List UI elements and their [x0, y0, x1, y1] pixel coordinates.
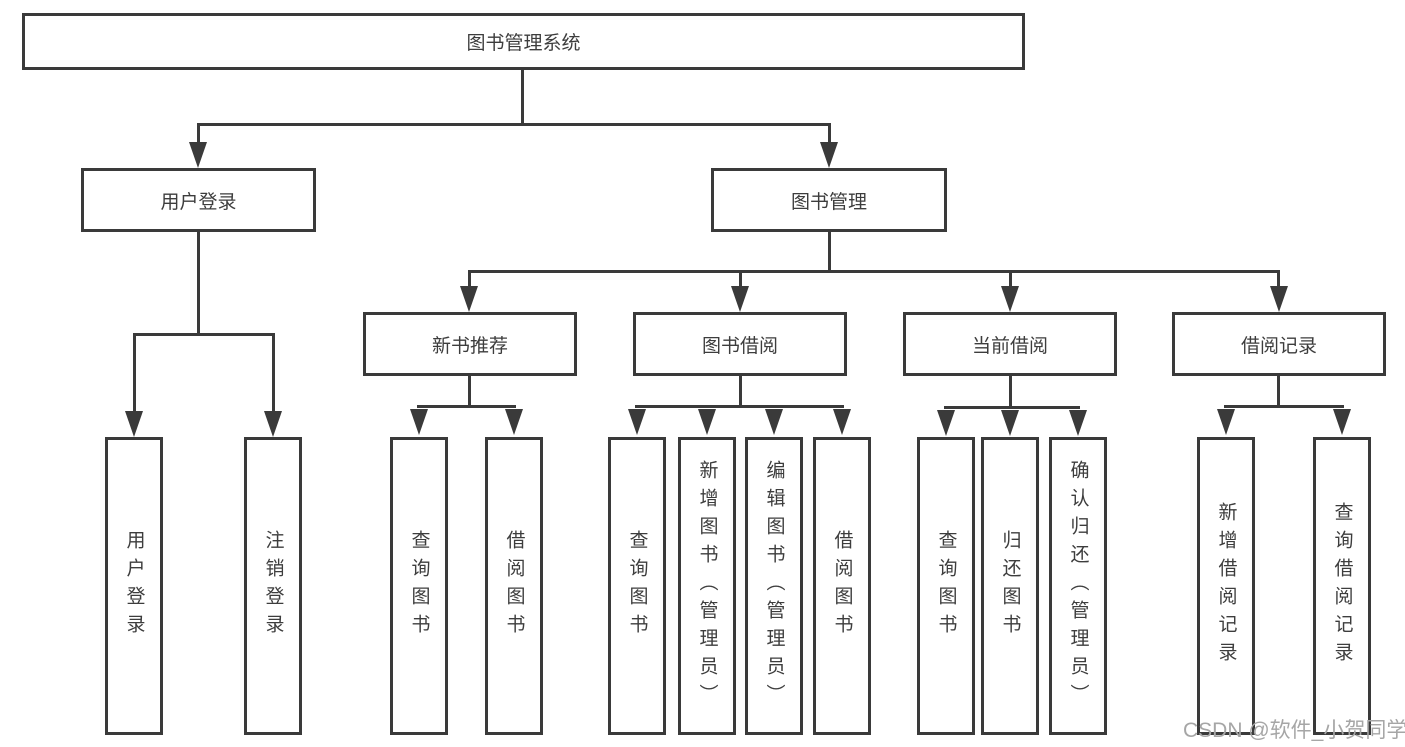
connector-line [944, 406, 1080, 409]
connector-line [197, 232, 200, 336]
leaf-add-books-admin: 新增图书（管理员） [678, 437, 736, 735]
leaf-add-borrow-record: 新增借阅记录 [1197, 437, 1255, 735]
node-borrowing-records: 借阅记录 [1172, 312, 1386, 376]
connector-line [468, 376, 471, 408]
connector-line [417, 405, 516, 408]
connector-line [468, 270, 1280, 273]
leaf-query-borrow-record: 查询借阅记录 [1313, 437, 1371, 735]
node-root-library-system: 图书管理系统 [22, 13, 1025, 70]
node-label: 用户登录 [160, 191, 237, 213]
arrow-down-icon [1333, 409, 1351, 435]
node-label: 查询借阅记录 [1331, 502, 1353, 670]
arrow-down-icon [460, 286, 478, 312]
arrow-down-icon [125, 411, 143, 437]
arrow-down-icon [765, 409, 783, 435]
leaf-query-books-2: 查询图书 [608, 437, 666, 735]
connector-line [133, 333, 274, 336]
arrow-down-icon [410, 409, 428, 435]
arrow-down-icon [505, 409, 523, 435]
connector-line [1009, 376, 1012, 409]
node-label: 图书管理系统 [466, 33, 581, 54]
node-label: 新增图书（管理员） [696, 460, 718, 712]
leaf-borrow-books-1: 借阅图书 [485, 437, 543, 735]
connector-line [1277, 270, 1280, 288]
connector-line [1277, 376, 1280, 408]
connector-line [468, 270, 471, 288]
connector-line [521, 70, 524, 126]
arrow-down-icon [628, 409, 646, 435]
connector-line [1009, 270, 1012, 288]
arrow-down-icon [937, 410, 955, 436]
node-label: 查询图书 [626, 530, 648, 642]
node-label: 借阅记录 [1240, 335, 1317, 357]
arrow-down-icon [1001, 410, 1019, 436]
node-book-management: 图书管理 [711, 168, 947, 232]
node-label: 新增借阅记录 [1215, 502, 1237, 670]
node-label: 图书借阅 [701, 335, 778, 357]
arrow-down-icon [698, 409, 716, 435]
node-label: 编辑图书（管理员） [763, 460, 785, 712]
connector-line [133, 333, 136, 413]
leaf-logout: 注销登录 [244, 437, 302, 735]
csdn-watermark: CSDN @软件_小贺同学 [1183, 719, 1405, 742]
leaf-borrow-books-2: 借阅图书 [813, 437, 871, 735]
node-user-login: 用户登录 [81, 168, 316, 232]
node-label: 查询图书 [935, 530, 957, 642]
leaf-user-login: 用户登录 [105, 437, 163, 735]
arrow-down-icon [1069, 410, 1087, 436]
connector-line [739, 376, 742, 408]
leaf-confirm-return-admin: 确认归还（管理员） [1049, 437, 1107, 735]
node-book-borrowing: 图书借阅 [633, 312, 847, 376]
arrow-down-icon [1217, 409, 1235, 435]
leaf-query-books-3: 查询图书 [917, 437, 975, 735]
arrow-down-icon [1001, 286, 1019, 312]
arrow-down-icon [731, 286, 749, 312]
connector-line [1224, 405, 1344, 408]
node-label: 注销登录 [262, 530, 284, 642]
node-new-book-recommend: 新书推荐 [363, 312, 577, 376]
node-label: 新书推荐 [431, 335, 508, 357]
connector-line [739, 270, 742, 288]
node-label: 借阅图书 [503, 530, 525, 642]
node-label: 归还图书 [999, 530, 1021, 642]
arrow-down-icon [820, 142, 838, 168]
connector-line [828, 123, 831, 145]
connector-line [197, 123, 200, 145]
node-label: 当前借阅 [971, 335, 1048, 357]
arrow-down-icon [1270, 286, 1288, 312]
connector-line [272, 333, 275, 413]
leaf-return-books: 归还图书 [981, 437, 1039, 735]
node-current-borrowing: 当前借阅 [903, 312, 1117, 376]
connector-line [828, 232, 831, 273]
node-label: 确认归还（管理员） [1067, 460, 1089, 712]
leaf-edit-books-admin: 编辑图书（管理员） [745, 437, 803, 735]
arrow-down-icon [264, 411, 282, 437]
leaf-query-books-1: 查询图书 [390, 437, 448, 735]
arrow-down-icon [833, 409, 851, 435]
connector-line [197, 123, 831, 126]
connector-line [635, 405, 844, 408]
node-label: 借阅图书 [831, 530, 853, 642]
node-label: 用户登录 [123, 530, 145, 642]
node-label: 查询图书 [408, 530, 430, 642]
node-label: 图书管理 [790, 191, 867, 213]
arrow-down-icon [189, 142, 207, 168]
